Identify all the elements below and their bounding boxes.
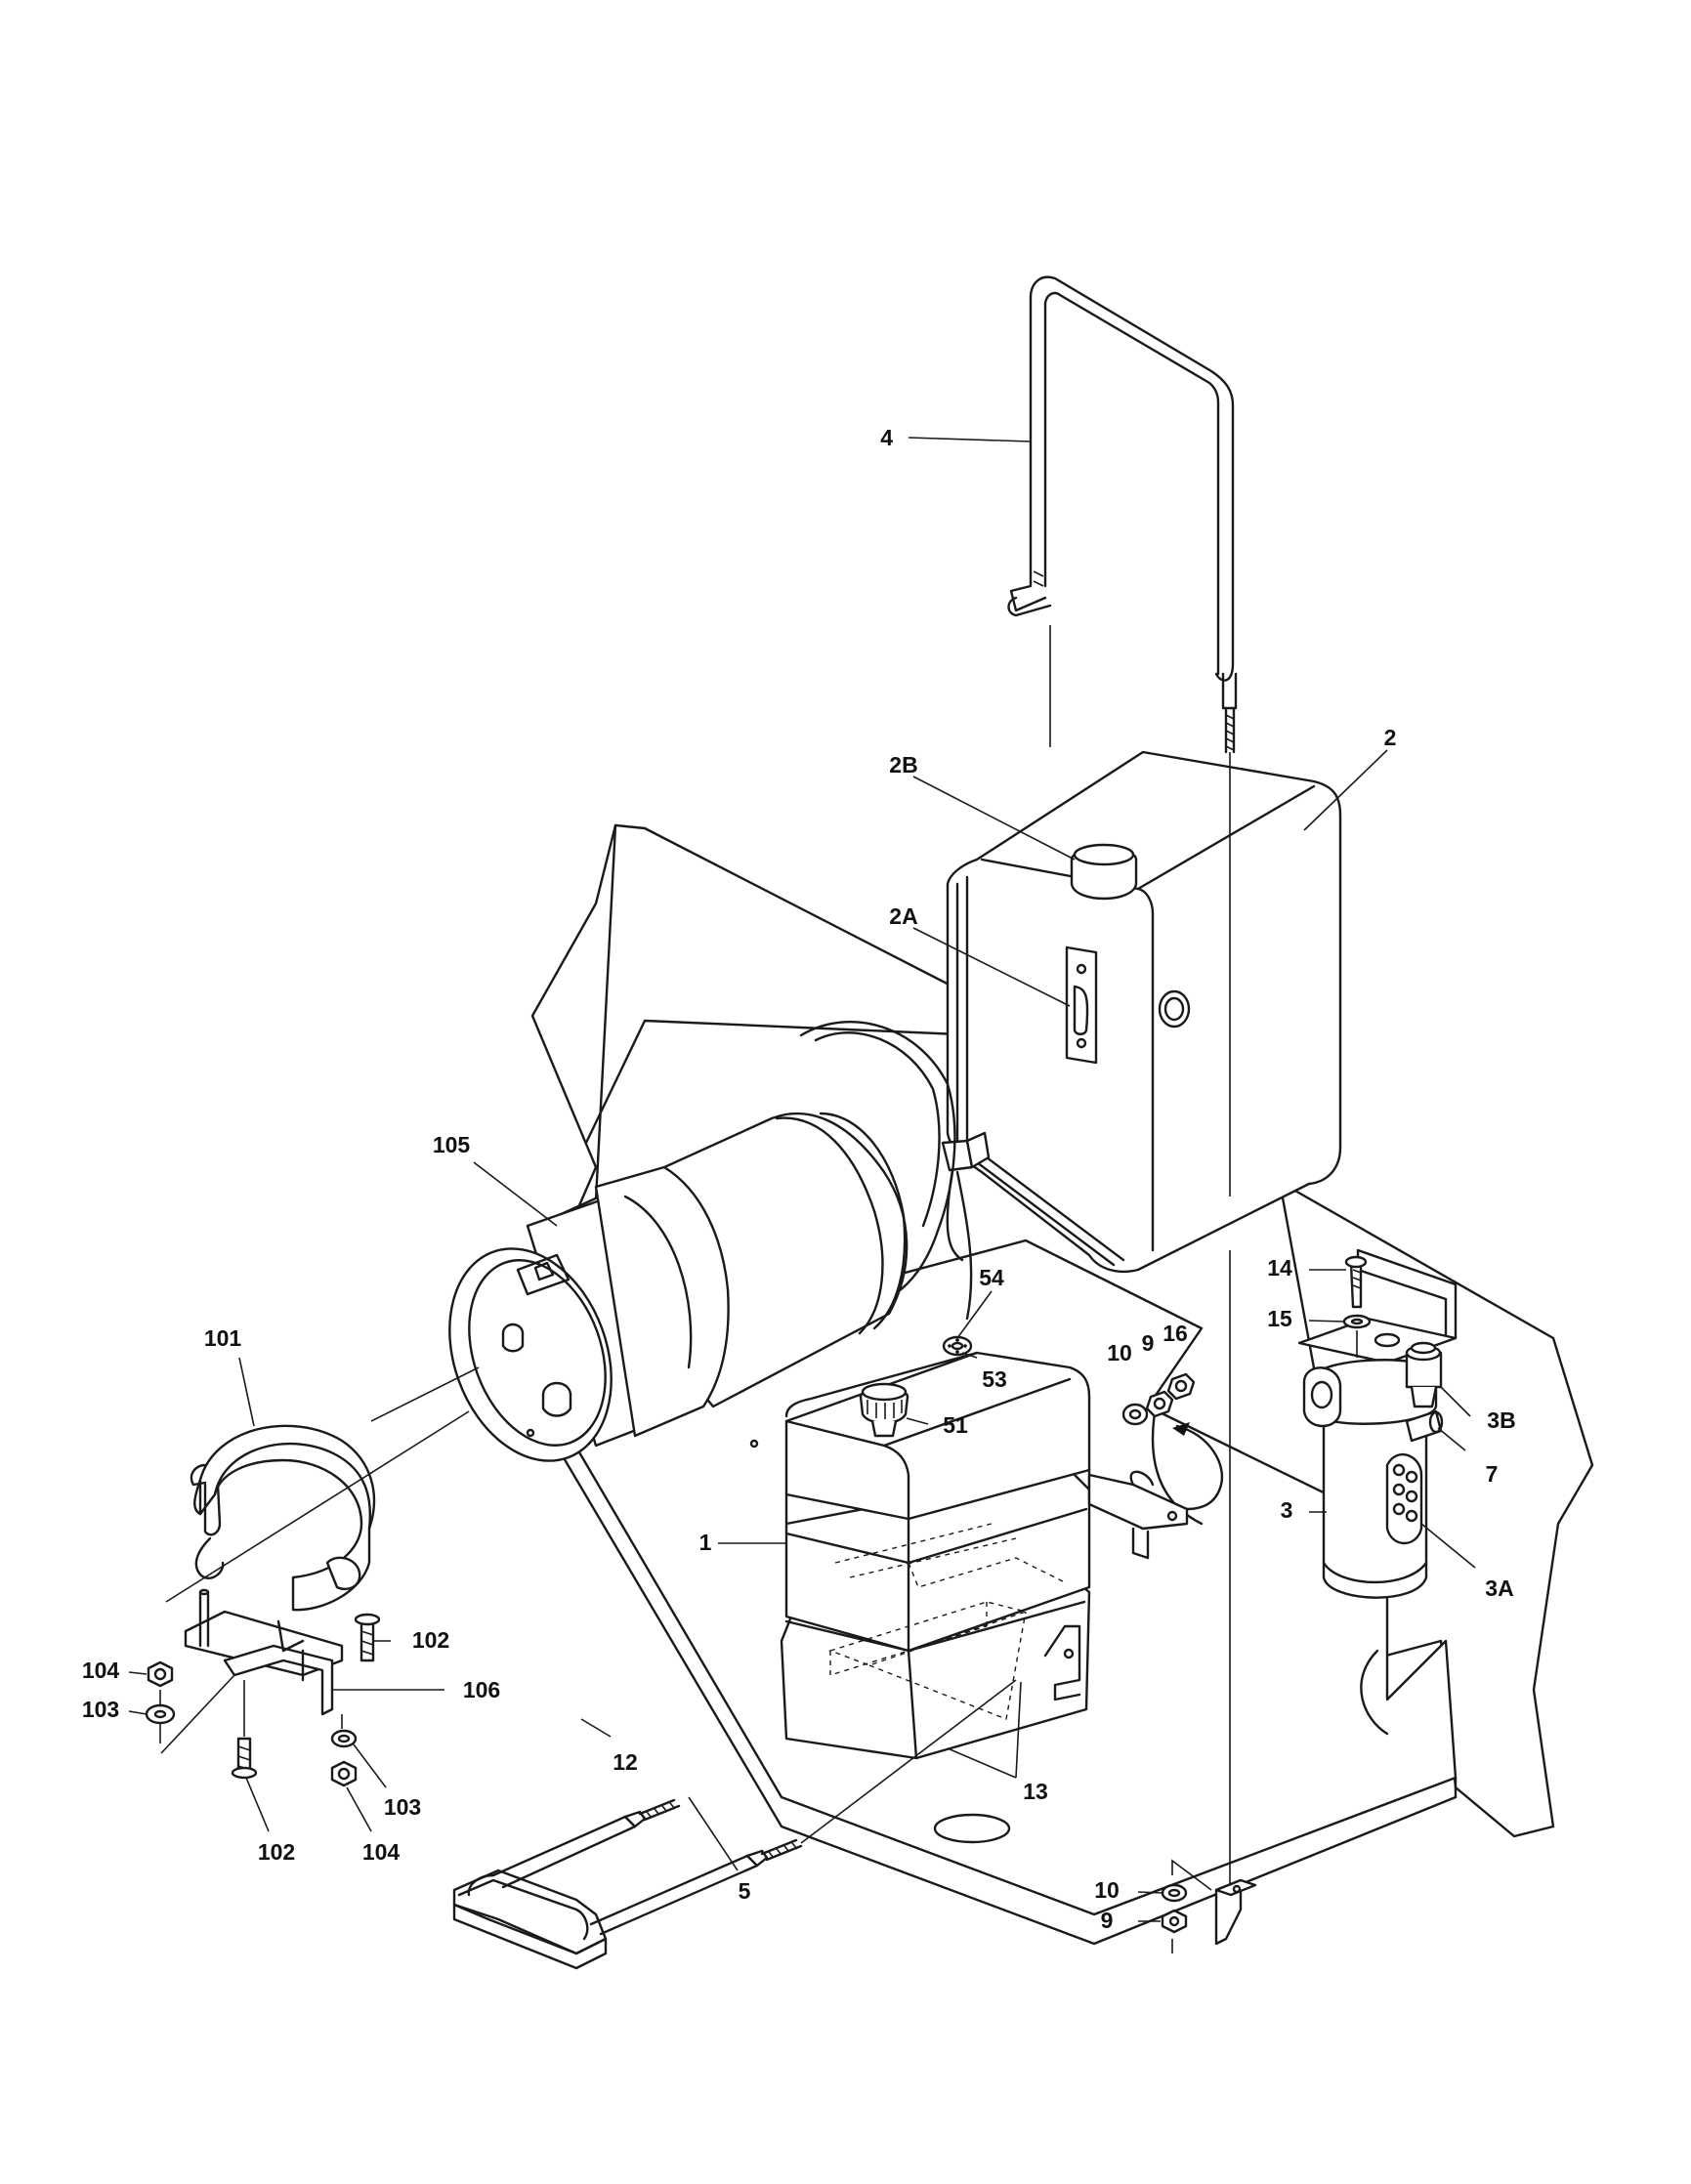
callout-labels: 4 2 2B 2A 105 54 53 51 101 1 14 15 10 9 … <box>82 425 1516 1933</box>
callout-7: 7 <box>1486 1461 1499 1487</box>
reservoir-tank <box>941 750 1342 1321</box>
callout-2: 2 <box>1384 725 1397 750</box>
callout-54: 54 <box>979 1265 1004 1290</box>
callout-16: 16 <box>1163 1321 1188 1346</box>
callout-13: 13 <box>1023 1779 1048 1804</box>
callout-3b: 3B <box>1487 1407 1515 1433</box>
callout-10-upper: 10 <box>1107 1340 1132 1365</box>
callout-101: 101 <box>204 1325 242 1351</box>
fasteners-right <box>1121 1372 1257 1953</box>
callout-103-right: 103 <box>384 1794 421 1820</box>
callout-12: 12 <box>613 1749 638 1775</box>
callout-103-left: 103 <box>82 1697 119 1722</box>
leader-lines <box>128 437 1476 1922</box>
handle-assembly <box>452 1679 1017 1970</box>
callout-3a: 3A <box>1485 1575 1513 1601</box>
callout-2b: 2B <box>889 752 917 777</box>
return-filter <box>1297 1248 1458 1599</box>
callout-14: 14 <box>1267 1255 1292 1281</box>
electric-motor <box>448 1021 956 1462</box>
tank-strap <box>1007 275 1238 1924</box>
callout-5: 5 <box>739 1878 751 1904</box>
callout-51: 51 <box>943 1412 968 1438</box>
callout-102-lower: 102 <box>258 1839 295 1865</box>
callout-10-lower: 10 <box>1094 1877 1120 1903</box>
callout-104-left: 104 <box>82 1658 120 1683</box>
callout-105: 105 <box>433 1132 471 1157</box>
callout-102-upper: 102 <box>412 1627 449 1653</box>
callout-3: 3 <box>1281 1497 1293 1523</box>
callout-1: 1 <box>699 1530 712 1555</box>
callout-15: 15 <box>1267 1306 1292 1331</box>
callout-106: 106 <box>463 1677 500 1702</box>
callout-4: 4 <box>880 425 893 450</box>
callout-9-upper: 9 <box>1142 1330 1155 1356</box>
callout-53: 53 <box>982 1366 1007 1392</box>
callout-104-right: 104 <box>362 1839 401 1865</box>
motor-clamp <box>145 1366 480 1787</box>
pump-block <box>780 1335 1189 1760</box>
callout-9-lower: 9 <box>1101 1908 1114 1933</box>
callout-2a: 2A <box>889 903 917 929</box>
